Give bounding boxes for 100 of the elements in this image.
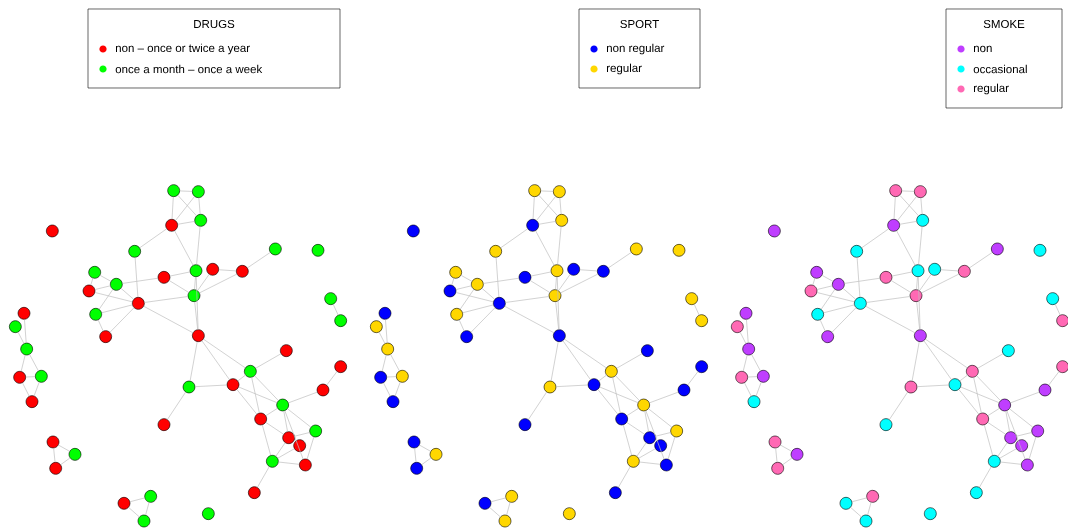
network-node xyxy=(378,307,392,320)
network-edge xyxy=(636,442,647,457)
legend-label: regular xyxy=(974,83,1009,95)
network-node xyxy=(911,264,925,277)
network-edge xyxy=(1000,461,1022,465)
network-node xyxy=(518,271,532,284)
network-edge xyxy=(129,497,145,503)
network-node xyxy=(1031,424,1044,438)
network-node xyxy=(182,380,196,394)
network-edge xyxy=(459,289,475,310)
network-edge xyxy=(460,275,473,282)
network-node xyxy=(88,266,101,279)
network-node xyxy=(132,297,145,310)
network-node xyxy=(654,439,667,452)
network-node xyxy=(450,308,463,321)
network-edge xyxy=(1048,371,1060,386)
network-node xyxy=(1015,439,1028,452)
network-edge xyxy=(419,444,431,452)
network-edge xyxy=(819,319,826,332)
network-edge xyxy=(128,507,140,518)
network-edge xyxy=(381,354,387,372)
legend-title: SPORT xyxy=(620,19,659,29)
network-edge xyxy=(667,436,676,460)
network-edge xyxy=(940,269,959,272)
network-node xyxy=(988,455,1001,468)
network-node xyxy=(916,214,929,227)
network-edge xyxy=(1016,432,1032,437)
network-edge xyxy=(538,221,556,225)
network-edge xyxy=(390,354,400,372)
network-edge xyxy=(294,432,310,437)
network-node xyxy=(407,224,420,238)
network-edge xyxy=(145,502,150,516)
network-node xyxy=(804,284,818,298)
network-node xyxy=(334,360,347,373)
legend-label: non regular xyxy=(607,43,665,55)
network-node xyxy=(46,224,59,238)
network-node xyxy=(731,320,744,333)
network-edge xyxy=(500,228,528,249)
legend-label: once a month – once a week xyxy=(115,64,263,74)
network-edge xyxy=(1009,408,1034,428)
network-edge xyxy=(899,195,919,216)
network-node xyxy=(685,292,698,305)
network-node xyxy=(192,329,205,342)
network-edge xyxy=(394,381,401,397)
network-node xyxy=(553,329,566,342)
network-edge xyxy=(25,376,36,378)
network-edge xyxy=(490,497,506,503)
network-edge xyxy=(598,374,607,382)
network-edge xyxy=(532,196,535,220)
network-node xyxy=(630,242,643,256)
network-node xyxy=(821,330,834,343)
network-edge xyxy=(615,375,640,401)
network-node xyxy=(89,308,102,321)
network-node xyxy=(117,497,131,510)
network-edge xyxy=(612,377,621,414)
network-edge xyxy=(29,354,39,372)
network-node xyxy=(757,370,770,383)
network-edge xyxy=(597,389,619,415)
network-node xyxy=(505,490,518,503)
network-edge xyxy=(958,389,980,415)
network-edge xyxy=(197,274,210,291)
network-node xyxy=(887,219,900,232)
network-edge xyxy=(530,280,550,293)
network-node xyxy=(82,284,96,298)
network-edge xyxy=(850,507,862,518)
network-edge xyxy=(167,391,186,420)
network-edge xyxy=(865,305,916,334)
network-node xyxy=(850,245,863,258)
network-edge xyxy=(747,376,758,378)
network-edge xyxy=(866,296,911,303)
network-edge xyxy=(891,271,913,277)
network-node xyxy=(17,307,31,320)
network-edge xyxy=(693,304,700,316)
network-edge xyxy=(462,304,494,314)
network-edge xyxy=(555,301,559,330)
network-edge xyxy=(739,331,747,344)
legend-title: SMOKE xyxy=(983,19,1025,29)
network-edge xyxy=(780,444,792,452)
network-edge xyxy=(60,457,71,465)
network-node xyxy=(282,431,295,444)
network-edge xyxy=(144,296,189,303)
network-edge xyxy=(744,382,752,397)
network-edge xyxy=(916,384,950,388)
network-edge xyxy=(579,269,598,272)
network-edge xyxy=(638,448,656,459)
network-node xyxy=(202,507,215,520)
network-node xyxy=(1002,344,1015,357)
network-node xyxy=(187,289,201,302)
network-edge xyxy=(616,353,643,369)
network-node xyxy=(695,360,708,373)
network-node xyxy=(643,431,656,444)
legend-label: regular xyxy=(607,63,642,75)
network-edge xyxy=(816,285,833,290)
network-edge xyxy=(599,386,639,403)
network-node xyxy=(157,418,171,431)
network-node xyxy=(49,462,62,475)
network-edge xyxy=(470,307,496,333)
network-node xyxy=(478,497,492,510)
network-edge xyxy=(999,448,1017,459)
network-node xyxy=(280,344,293,357)
